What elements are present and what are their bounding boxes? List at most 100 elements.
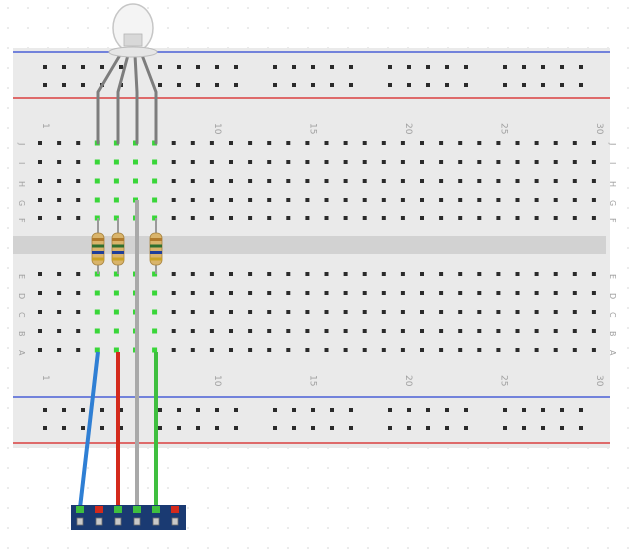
strip-hole	[57, 141, 62, 145]
connected-hole	[94, 159, 100, 165]
strip-hole	[553, 160, 558, 164]
rail-hole	[273, 426, 277, 430]
grid-dot	[307, 27, 309, 29]
grid-dot	[307, 7, 309, 9]
strip-hole	[248, 160, 253, 164]
strip-hole	[209, 160, 214, 164]
resistor-band	[112, 238, 124, 241]
grid-dot	[407, 27, 409, 29]
grid-dot	[627, 547, 629, 549]
grid-dot	[567, 7, 569, 9]
strip-hole	[477, 329, 482, 333]
grid-dot	[87, 547, 89, 549]
connected-hole	[152, 178, 158, 184]
connected-hole	[152, 290, 158, 296]
resistor-band	[112, 244, 124, 248]
connected-hole	[113, 347, 119, 353]
strip-hole	[286, 198, 291, 202]
grid-dot	[7, 427, 9, 429]
rail-hole	[177, 65, 181, 69]
strip-hole	[477, 348, 482, 352]
grid-dot	[627, 447, 629, 449]
column-number: 15	[307, 123, 317, 134]
grid-dot	[487, 547, 489, 549]
rail-hole	[330, 408, 334, 412]
grid-dot	[387, 547, 389, 549]
grid-dot	[207, 7, 209, 9]
row-letter: G	[17, 200, 26, 206]
strip-hole	[286, 348, 291, 352]
strip-hole	[209, 272, 214, 276]
grid-dot	[87, 467, 89, 469]
strip-hole	[439, 160, 444, 164]
row-letter: H	[17, 181, 26, 187]
grid-dot	[267, 547, 269, 549]
grid-dot	[187, 27, 189, 29]
resistor	[91, 218, 105, 274]
strip-hole	[305, 329, 310, 333]
strip-hole	[248, 310, 253, 314]
grid-dot	[567, 467, 569, 469]
strip-hole	[190, 160, 195, 164]
strip-hole	[553, 179, 558, 183]
grid-dot	[227, 527, 229, 529]
strip-hole	[267, 291, 272, 295]
grid-dot	[607, 547, 609, 549]
grid-dot	[427, 487, 429, 489]
strip-hole	[38, 348, 42, 352]
resistor	[111, 218, 125, 274]
grid-dot	[287, 547, 289, 549]
grid-dot	[627, 387, 629, 389]
strip-hole	[515, 141, 520, 145]
grid-dot	[507, 7, 509, 9]
strip-hole	[534, 329, 539, 333]
grid-dot	[7, 547, 9, 549]
strip-hole	[477, 198, 482, 202]
grid-dot	[147, 547, 149, 549]
grid-dot	[267, 527, 269, 529]
strip-hole	[343, 141, 348, 145]
grid-dot	[207, 467, 209, 469]
strip-hole	[38, 310, 42, 314]
grid-dot	[7, 247, 9, 249]
connected-hole	[94, 290, 100, 296]
rail-hole	[273, 83, 277, 87]
grid-dot	[467, 467, 469, 469]
grid-dot	[67, 527, 69, 529]
strip-hole	[572, 310, 577, 314]
strip-hole	[362, 291, 367, 295]
strip-hole	[305, 310, 310, 314]
grid-dot	[347, 507, 349, 509]
strip-hole	[534, 179, 539, 183]
strip-hole	[305, 141, 310, 145]
strip-hole	[381, 310, 386, 314]
strip-hole	[324, 272, 329, 276]
row-letter: F	[17, 218, 26, 223]
grid-dot	[187, 547, 189, 549]
grid-dot	[627, 507, 629, 509]
strip-hole	[76, 141, 81, 145]
grid-dot	[447, 487, 449, 489]
strip-hole	[515, 310, 520, 314]
rail-hole	[196, 408, 200, 412]
strip-hole	[267, 272, 272, 276]
grid-dot	[167, 467, 169, 469]
grid-dot	[627, 47, 629, 49]
connected-hole	[152, 271, 158, 277]
row-letter: I	[608, 162, 617, 164]
strip-hole	[534, 291, 539, 295]
grid-dot	[527, 547, 529, 549]
strip-hole	[171, 291, 176, 295]
grid-dot	[547, 467, 549, 469]
strip-hole	[171, 179, 176, 183]
grid-dot	[287, 467, 289, 469]
strip-hole	[553, 291, 558, 295]
strip-hole	[286, 160, 291, 164]
rail-hole	[522, 83, 526, 87]
grid-dot	[7, 147, 9, 149]
strip-hole	[305, 179, 310, 183]
grid-dot	[507, 467, 509, 469]
header-body	[71, 505, 186, 530]
header-pin-top	[152, 506, 160, 513]
column-number: 20	[403, 123, 413, 135]
